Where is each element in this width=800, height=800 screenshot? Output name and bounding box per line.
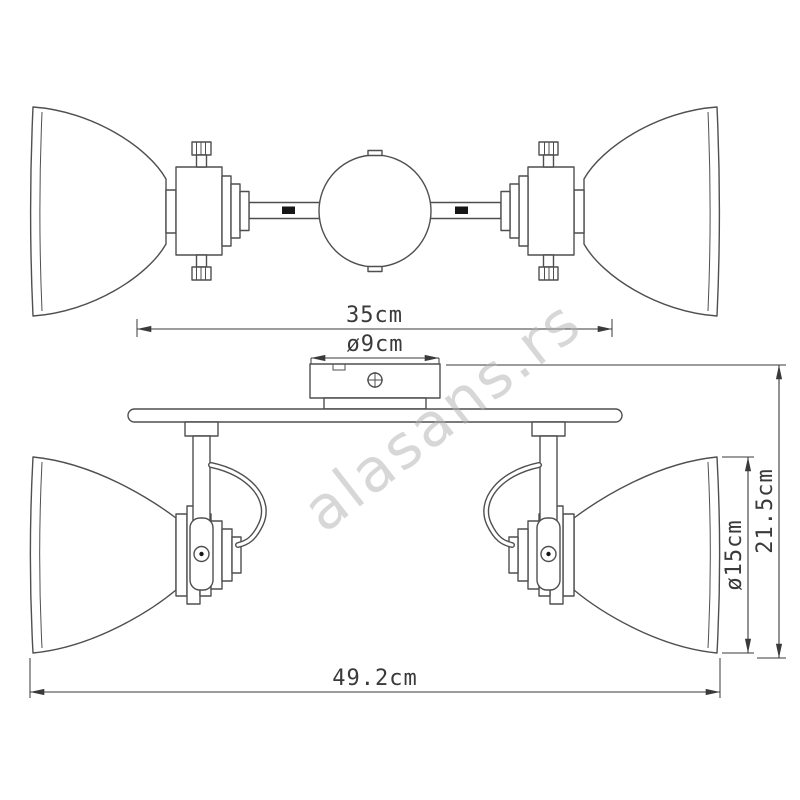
canopy-notch [332,364,346,371]
dim-shade-diameter: ø15cm [722,456,754,654]
top-canopy-tab-bottom [367,265,383,273]
dim-overall-height-label: 21.5cm [753,468,778,553]
dim-top-width: 35cm [136,303,613,337]
top-canopy-tab-top [367,149,383,157]
dim-overall-height: 21.5cm [446,364,786,659]
dim-canopy-diameter: ø9cm [310,332,440,364]
top-canopy-circle [318,154,432,268]
dim-overall-width: 49.2cm [29,658,721,698]
front-view-right-head [486,422,719,653]
dim-shade-diameter-label: ø15cm [722,519,747,590]
canopy-screw-cross [367,372,383,388]
top-view [29,106,721,317]
dim-top-width-label: 35cm [346,303,403,328]
front-view: ø9cm [30,332,719,653]
dim-canopy-diameter-label: ø9cm [347,332,404,357]
front-bar [127,408,623,423]
dim-overall-width-label: 49.2cm [332,666,417,691]
ceiling-canopy [309,363,441,410]
front-view-left-head [30,422,263,653]
